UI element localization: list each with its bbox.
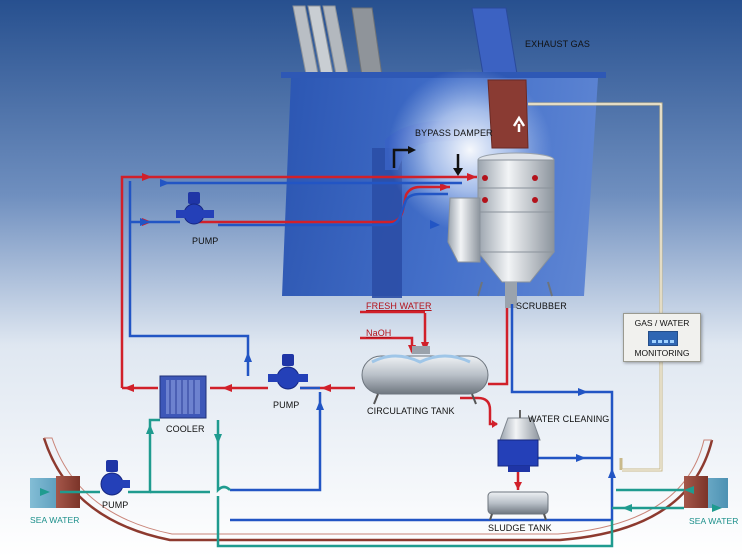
monitoring-panel: GAS / WATER MONITORING [623,313,701,362]
circulating-tank-label: CIRCULATING TANK [367,406,455,416]
exhaust-duct [487,79,529,149]
scrubber-label: SCRUBBER [516,301,567,311]
monitor-screen-icon [648,331,678,346]
monitoring-title: GAS / WATER [634,318,690,328]
fresh-water-label: FRESH WATER [366,301,432,311]
pump-icon [268,354,308,390]
sea-water-left-label: SEA WATER [30,515,80,525]
cooler-icon [159,375,207,419]
bypass-damper-label: BYPASS DAMPER [415,128,493,138]
scrubber-tower [447,152,556,308]
bypass-arrow-icon [392,148,412,168]
sea-flow-arrows [40,424,722,512]
pump-label-left: PUMP [102,500,129,510]
pump-label-top: PUMP [192,236,219,246]
naoh-label: NaOH [366,328,392,338]
sea-water-right-label: SEA WATER [689,516,739,526]
monitoring-subtitle: MONITORING [634,348,690,358]
pump-icon [100,460,130,496]
return-water-lines [128,181,614,522]
sludge-tank-label: SLUDGE TANK [488,523,552,533]
water-cleaning-label: WATER CLEANING [528,414,610,424]
sludge-tank-icon [487,491,549,521]
separator-icon [497,410,541,472]
tank-icon [361,346,489,405]
red-flow-arrows [124,173,522,490]
blue-flow-arrows [140,179,616,478]
pump-label-mid: PUMP [273,400,300,410]
pump-icon [176,192,214,225]
exhaust-up-arrow-icon [512,115,526,132]
exhaust-gas-label: EXHAUST GAS [525,39,590,49]
cooler-label: COOLER [166,424,205,434]
